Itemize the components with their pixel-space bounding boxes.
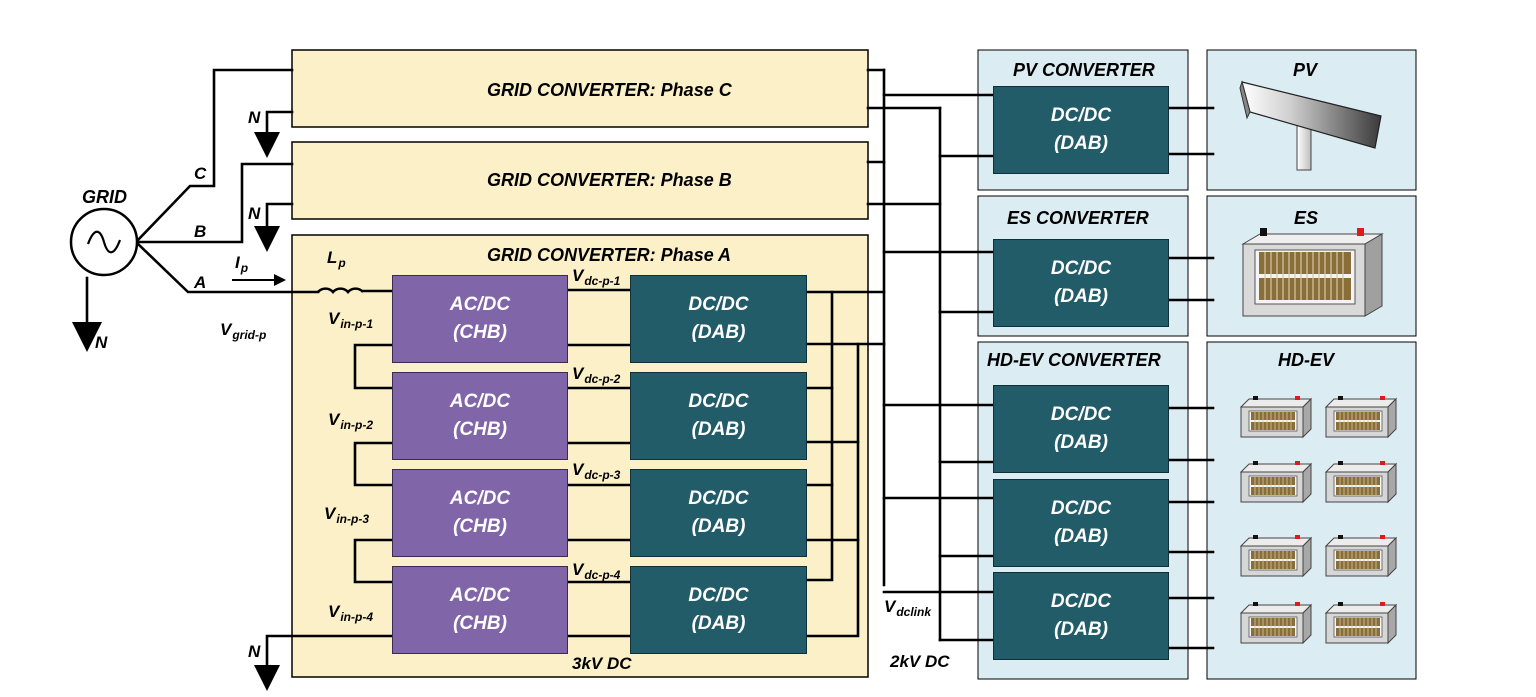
acdc-chb-cell-2: AC/DC(CHB)	[392, 372, 568, 460]
ground-icon	[254, 132, 280, 158]
grid-converter-phase-b-title: GRID CONVERTER: Phase B	[487, 170, 732, 190]
grid-converter-phase-c-title: GRID CONVERTER: Phase C	[487, 80, 732, 100]
phase-c-label: C	[194, 164, 207, 183]
grid-converter-phase-a-title: GRID CONVERTER: Phase A	[487, 245, 732, 265]
lv-dc-label: 2kV DC	[890, 652, 950, 671]
vdc-label-2: Vdc-p-2	[572, 364, 621, 386]
inductor-icon	[317, 287, 364, 294]
ev-battery-icon	[1325, 534, 1397, 577]
acdc-chb-cell-3: AC/DC(CHB)	[392, 469, 568, 557]
ev-battery-icon	[1325, 395, 1397, 438]
vin-label-2: Vin-p-2	[328, 410, 374, 432]
dcdc-dab-cell-3: DC/DC(DAB)	[630, 469, 807, 557]
hdev-dcdc-dab-1: DC/DC(DAB)	[993, 385, 1169, 473]
grid-label: GRID	[82, 187, 127, 207]
ev-battery-icon	[1240, 395, 1312, 438]
acdc-chb-cell-4: AC/DC(CHB)	[392, 566, 568, 654]
ground-icon	[72, 322, 102, 352]
ev-battery-icon	[1240, 601, 1312, 644]
pv-dcdc-dab: DC/DC(DAB)	[993, 86, 1169, 174]
hv-dc-label: 3kV DC	[572, 654, 632, 673]
battery-pack-icon	[1241, 228, 1384, 317]
neutral-label-c: N	[248, 108, 261, 127]
ev-battery-icon	[1325, 460, 1397, 503]
phase-b-label: B	[194, 222, 207, 241]
es-converter-title: ES CONVERTER	[1007, 208, 1149, 228]
vin-label-1: Vin-p-1	[328, 309, 374, 331]
neutral-label-a: N	[248, 642, 261, 661]
pv-source-title: PV	[1293, 60, 1318, 80]
grid-converter-phase-b-panel	[291, 141, 869, 220]
solar-panel-icon	[1239, 80, 1382, 171]
current-ip-label: Ip	[235, 253, 249, 275]
current-arrowhead	[274, 274, 286, 286]
ground-icon	[254, 226, 280, 252]
es-source-title: ES	[1294, 208, 1319, 228]
vin-label-4: Vin-p-4	[328, 602, 374, 624]
neutral-label-grid: N	[95, 333, 108, 352]
inductor-lp-label: Lp	[327, 248, 346, 270]
grid-converter-phase-c-panel	[291, 49, 869, 128]
neutral-label-b: N	[248, 204, 261, 223]
hdev-dcdc-dab-2: DC/DC(DAB)	[993, 479, 1169, 567]
dcdc-dab-cell-4: DC/DC(DAB)	[630, 566, 807, 654]
hdev-source-title: HD-EV	[1278, 350, 1335, 370]
ev-battery-icon	[1240, 534, 1312, 577]
vdc-label-4: Vdc-p-4	[572, 560, 621, 582]
pv-converter-title: PV CONVERTER	[1013, 60, 1155, 80]
vin-label-3: Vin-p-3	[324, 504, 370, 526]
ground-icon	[254, 665, 280, 691]
vgrid-label: Vgrid-p	[220, 320, 267, 342]
hdev-converter-title: HD-EV CONVERTER	[987, 350, 1161, 370]
vdclink-label: Vdclink	[884, 597, 932, 619]
dcdc-dab-cell-2: DC/DC(DAB)	[630, 372, 807, 460]
wiring	[85, 68, 1215, 667]
es-dcdc-dab: DC/DC(DAB)	[993, 239, 1169, 327]
dcdc-dab-cell-1: DC/DC(DAB)	[630, 275, 807, 363]
phase-a-label: A	[194, 273, 207, 292]
vdc-label-1: Vdc-p-1	[572, 266, 621, 288]
ev-battery-icon	[1325, 601, 1397, 644]
acdc-chb-cell-1: AC/DC(CHB)	[392, 275, 568, 363]
vdc-label-3: Vdc-p-3	[572, 460, 621, 482]
hdev-dcdc-dab-3: DC/DC(DAB)	[993, 572, 1169, 660]
ev-battery-icon	[1240, 460, 1312, 503]
sine-source-icon	[69, 207, 139, 277]
